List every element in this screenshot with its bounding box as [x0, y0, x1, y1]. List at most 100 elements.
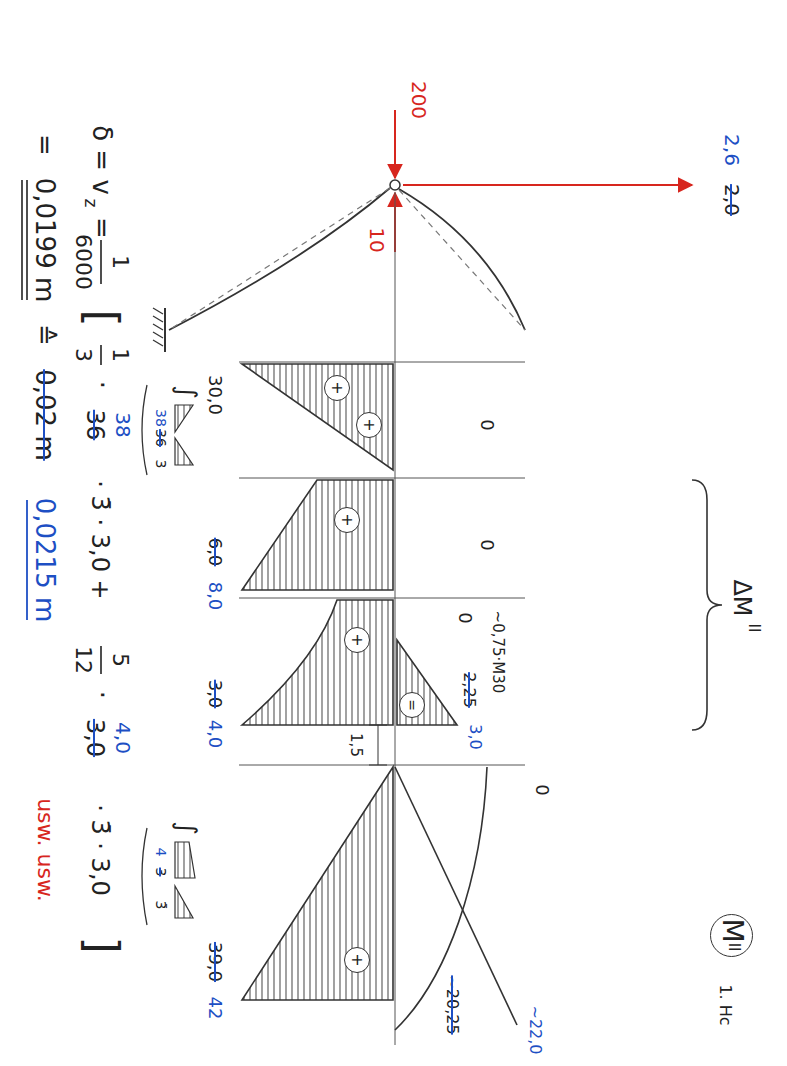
- handwritten-label: δ = v: [89, 125, 115, 195]
- handwritten-label: 4: [154, 848, 168, 857]
- handwritten-label: ΔM: [730, 579, 754, 616]
- member-line: [239, 362, 525, 363]
- handwritten-label: 200: [409, 81, 429, 119]
- handwritten-label: 36: [83, 410, 107, 441]
- result-underline: [21, 180, 23, 300]
- circled-sign: +: [344, 947, 370, 973]
- handwritten-label: 4,0: [206, 720, 224, 749]
- handwritten-label: 1: [109, 255, 131, 269]
- circled-sign: MII: [711, 914, 754, 957]
- circle-content: +: [339, 513, 355, 526]
- integral-shape: [175, 842, 195, 878]
- axis-line: [395, 192, 396, 1045]
- handwritten-label: 3: [72, 348, 94, 362]
- handwritten-label: usw. usw.: [34, 798, 56, 902]
- handwritten-label: ∫: [174, 385, 200, 399]
- handwritten-label: ≙: [32, 324, 58, 346]
- handwritten-label: ]: [80, 936, 124, 953]
- circle-content: +: [329, 381, 345, 394]
- handwritten-label: 38: [113, 412, 133, 437]
- moment-area: [397, 640, 457, 725]
- reaction-arrow: [403, 184, 692, 186]
- circled-text: +: [328, 381, 347, 394]
- handwritten-label: 2,25: [461, 672, 477, 708]
- handwritten-label: ∫: [174, 821, 200, 835]
- handwritten-label: 5: [109, 653, 131, 667]
- hinge: [390, 180, 400, 190]
- brace: [692, 480, 722, 730]
- handwritten-label: 0: [533, 784, 551, 795]
- handwritten-label: ·: [89, 381, 115, 389]
- circle-content: +: [361, 418, 377, 431]
- handwritten-label: 3,0: [206, 680, 224, 709]
- handwritten-label: 2,6: [722, 134, 742, 166]
- circled-sign: +: [356, 412, 382, 438]
- integral-shape: [175, 886, 193, 918]
- support-hatch: [153, 324, 163, 330]
- handwritten-label: 6000: [72, 234, 94, 290]
- result-underline: [26, 180, 28, 300]
- handwritten-label: 0,02 m: [32, 369, 58, 460]
- handwritten-label: 3,0: [467, 724, 483, 749]
- handwritten-label: 3: [154, 868, 168, 877]
- circle-content: =: [404, 699, 420, 711]
- circled-text: II: [725, 943, 743, 952]
- fraction-bar: [100, 345, 102, 365]
- pointer-curve: [142, 828, 147, 925]
- moment-area: [242, 767, 393, 1000]
- handwritten-label: ~0,75·M30: [490, 611, 505, 694]
- handwritten-label: ~20,25: [444, 975, 460, 1034]
- handwritten-label: 6,0: [206, 538, 224, 567]
- handwritten-label: 0,0215 m: [32, 498, 58, 623]
- handwritten-label: 38: [154, 409, 168, 427]
- circled-text: +: [338, 513, 357, 526]
- deflected-member: [169, 188, 390, 330]
- handwritten-label: [: [80, 309, 124, 326]
- fixed-support: [164, 308, 166, 352]
- handwritten-label: 3: [154, 460, 168, 469]
- handwritten-label: ~22,0: [527, 1005, 543, 1054]
- support-hatch: [153, 332, 163, 338]
- integral-shape: [175, 438, 193, 465]
- circle-content: +: [349, 633, 365, 646]
- handwritten-label: 3,0: [83, 719, 107, 757]
- support-hatch: [153, 308, 163, 314]
- handwritten-label: 1. Hc: [717, 984, 733, 1025]
- fraction-bar: [100, 240, 102, 284]
- support-hatch: [153, 316, 163, 322]
- circled-text: =: [404, 699, 420, 711]
- deflected-member: [399, 189, 525, 330]
- moment-area: [242, 364, 393, 470]
- handwritten-label: ·: [89, 691, 115, 699]
- pointer-curve: [142, 385, 147, 475]
- circled-text: +: [360, 418, 379, 431]
- handwritten-label: 2,0: [722, 184, 742, 216]
- result-underline: [26, 500, 28, 620]
- handwritten-label: 0: [456, 612, 474, 623]
- handwritten-label: · 3̄ · 3,0: [88, 804, 112, 896]
- handwritten-label: z: [82, 199, 99, 208]
- handwritten-label: II: [746, 624, 761, 633]
- member-line: [239, 598, 525, 599]
- handwritten-label: 0: [478, 539, 496, 550]
- circled-text: M: [716, 918, 749, 942]
- original-member: [399, 190, 525, 330]
- handwritten-label: 8,0: [206, 582, 224, 611]
- handwritten-label: 10: [367, 227, 387, 252]
- circled-sign: +: [324, 375, 350, 401]
- circled-text: +: [348, 633, 367, 646]
- circle-content: +: [349, 953, 365, 966]
- member-line: [239, 478, 525, 479]
- load-arrow: [394, 110, 396, 178]
- handwritten-label: =: [32, 134, 58, 156]
- member-line: [239, 765, 525, 766]
- handwritten-label: 12: [72, 646, 94, 674]
- handwritten-label: 39,0: [206, 942, 224, 982]
- handwritten-label: 42: [206, 997, 224, 1020]
- handwritten-label: 0: [478, 419, 496, 430]
- handwritten-label: 1,5: [348, 733, 363, 757]
- original-member: [169, 188, 390, 330]
